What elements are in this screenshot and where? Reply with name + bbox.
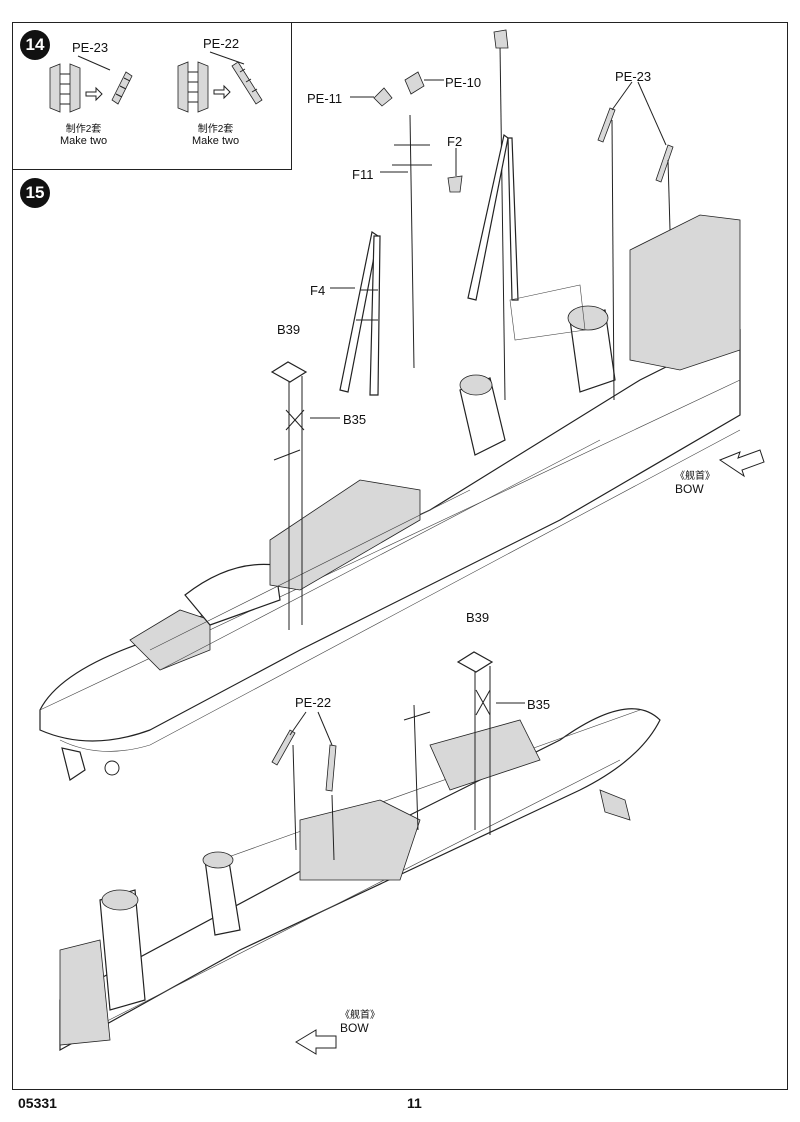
step15-number: 15 <box>20 178 50 208</box>
f2-part <box>447 175 463 193</box>
label-pe22: PE-22 <box>295 695 332 710</box>
step14-right-fold-arrow <box>213 84 231 100</box>
bow-indicator-top: 《舰首》 BOW <box>675 467 715 496</box>
pe23-ladder-folded <box>111 71 133 105</box>
label-b35-top: B35 <box>343 412 367 427</box>
pe23-ladder-unfolded <box>49 63 81 113</box>
bow-bottom-cn: 《舰首》 <box>340 1010 380 1021</box>
pe22-ladders-placed <box>271 729 337 861</box>
pe22-ladder-unfolded <box>177 61 209 113</box>
step14-right-note-en: Make two <box>192 135 240 147</box>
step14-left-note-cn: 制作2套 <box>65 124 102 135</box>
label-f11: F11 <box>352 167 374 182</box>
pe22-leader-a <box>289 711 307 736</box>
pe10-pe11-parts <box>373 71 425 107</box>
label-b39-bottom: B39 <box>466 610 490 625</box>
bow-top-cn: 《舰首》 <box>675 471 715 482</box>
label-b35-bottom: B35 <box>527 697 551 712</box>
pe22-leader-b <box>317 711 333 746</box>
bow-arrow-bottom <box>295 1029 337 1055</box>
step15-panel <box>12 22 788 1090</box>
bow-indicator-bottom: 《舰首》 BOW <box>340 1006 380 1035</box>
assembly-guide-box <box>509 284 586 341</box>
step14-right-part-label: PE-22 <box>203 36 240 51</box>
lower-mast-b39 <box>403 651 494 835</box>
main-mast-f4 <box>339 114 432 396</box>
step14-left-part-label: PE-23 <box>72 40 109 55</box>
bow-top-en: BOW <box>675 482 704 496</box>
pe23-ladders-placed <box>597 107 674 401</box>
step14-right-note-cn: 制作2套 <box>197 124 234 135</box>
label-b39-top: B39 <box>277 322 301 337</box>
step14-left-fold-arrow <box>85 86 103 102</box>
step14-left-arrow-line <box>77 55 111 71</box>
fore-mast-tripod <box>467 29 519 401</box>
step14-right-arrow-line <box>209 51 245 65</box>
label-f4: F4 <box>310 283 326 298</box>
step14-number: 14 <box>20 30 50 60</box>
label-pe11: PE-11 <box>307 91 343 106</box>
upper-ship-hull <box>39 214 741 781</box>
step14-left-note: 制作2套 Make two <box>60 120 107 147</box>
label-pe23: PE-23 <box>615 69 652 84</box>
pe23-leader-b <box>637 81 667 146</box>
page-number: 11 <box>407 1095 422 1111</box>
pe22-ladder-folded <box>231 61 263 105</box>
label-pe10: PE-10 <box>445 75 482 90</box>
lower-ship-hull <box>59 708 661 1052</box>
pe23-leader-a <box>611 81 633 111</box>
step14-left-note-en: Make two <box>60 135 108 147</box>
product-code: 05331 <box>18 1095 57 1111</box>
bow-arrow-top <box>718 449 765 478</box>
label-f2: F2 <box>447 134 463 149</box>
bow-bottom-en: BOW <box>340 1021 369 1035</box>
step14-right-note: 制作2套 Make two <box>192 120 239 147</box>
upper-mast-b39 <box>270 361 308 630</box>
